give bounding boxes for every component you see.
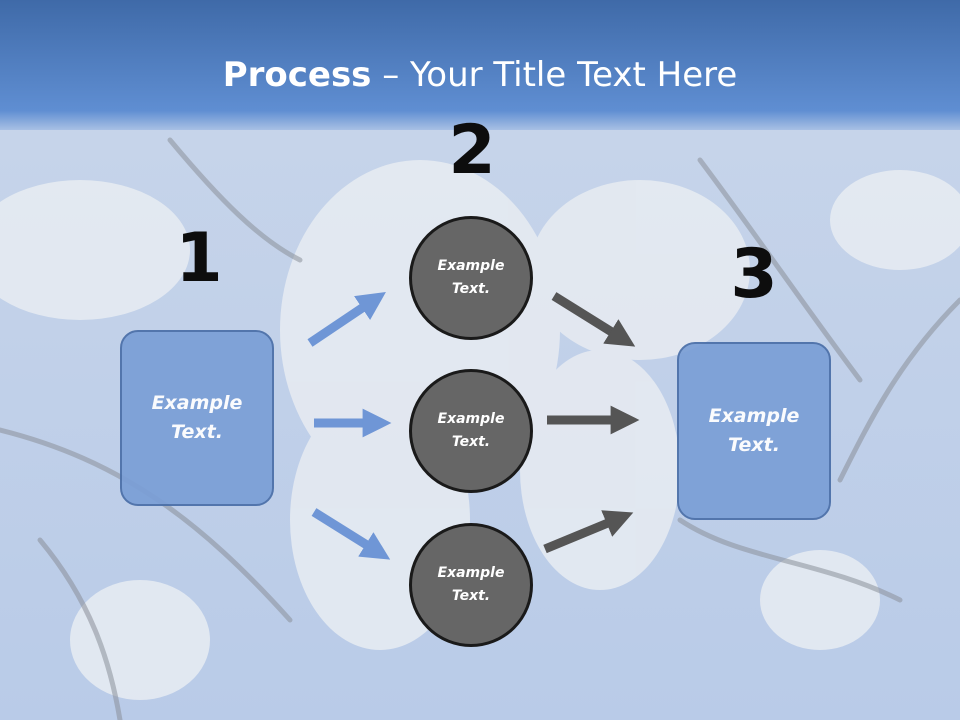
step-2-circle-middle-label: Example Text. [437, 411, 505, 450]
title-rest: – Your Title Text Here [371, 55, 738, 95]
step-1-label: Example Text. [151, 392, 243, 443]
step-1-box: Example Text. [120, 330, 274, 506]
arrow-2-top-to-3 [551, 292, 636, 347]
step-2-circle-top: Example Text. [409, 216, 533, 340]
arrow-1-to-2-bottom [311, 508, 391, 560]
step-2-circle-top-label: Example Text. [437, 258, 505, 297]
step-2-circle-bottom: Example Text. [409, 523, 533, 647]
step-2-circle-middle: Example Text. [409, 369, 533, 493]
arrow-1-to-2-top [307, 291, 386, 347]
step-3-label: Example Text. [708, 405, 800, 456]
arrow-2-bottom-to-3 [543, 510, 634, 554]
step-number-3: 3 [730, 235, 778, 314]
page-title: Process – Your Title Text Here [0, 54, 960, 96]
step-number-2: 2 [448, 111, 496, 190]
step-2-circle-bottom-label: Example Text. [437, 565, 505, 604]
title-bold: Process [222, 55, 372, 95]
step-3-box: Example Text. [677, 342, 831, 520]
step-number-1: 1 [175, 219, 223, 298]
